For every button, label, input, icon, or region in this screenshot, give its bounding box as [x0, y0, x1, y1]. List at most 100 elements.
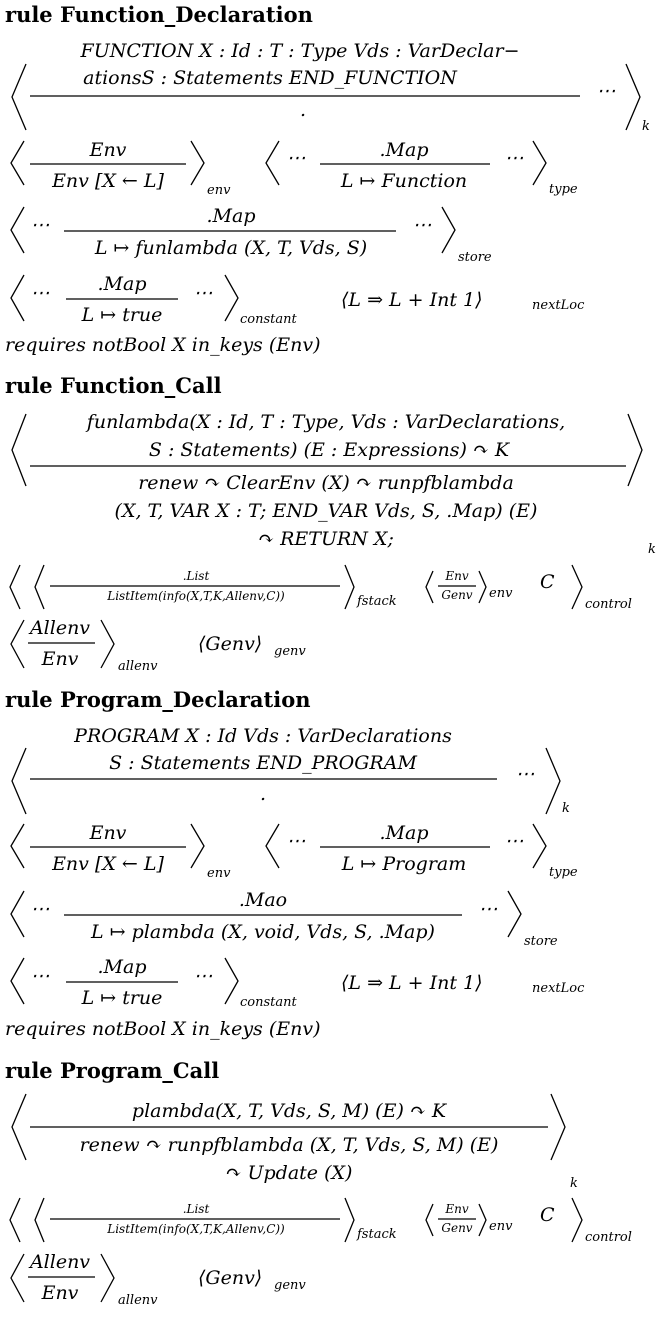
left-angle [10, 140, 25, 186]
env-cell-label: env [207, 866, 231, 881]
left-angle [10, 890, 25, 938]
env-bottom: Genv [441, 1221, 472, 1235]
ellipsis: ⋯ [505, 147, 524, 169]
type-top: .Map [380, 139, 429, 161]
store-bottom: L ↦ plambda (X, void, Vds, S, .Map) [90, 921, 435, 943]
env-top: Env [89, 822, 127, 844]
ellipsis: ⋯ [194, 965, 213, 987]
left-angle [10, 274, 25, 322]
left-angle [34, 564, 45, 610]
ellipsis: ⋯ [505, 830, 524, 852]
env-cell-label: env [207, 183, 231, 198]
left-angle [425, 1203, 434, 1237]
control-cell-label: control [585, 1230, 632, 1245]
fstack-cell-label: fstack [356, 594, 397, 609]
left-angle [34, 1197, 45, 1243]
env-top: Env [444, 1202, 468, 1216]
rule-title-function-call: rule Function_Call [5, 373, 222, 398]
k-bottom-line-1: renew ↷ runpfblambda (X, T, Vds, S, M) (… [80, 1134, 499, 1156]
fstack-bottom: ListItem(info(X,T,K,Allenv,C)) [106, 589, 285, 603]
left-angle [9, 564, 21, 610]
right-angle [507, 890, 522, 938]
right-angle [190, 823, 205, 869]
k-bottom-line-2: ↷ Update (X) [226, 1162, 353, 1184]
left-angle [10, 1253, 25, 1303]
left-angle [10, 206, 25, 254]
k-bottom-line-1: renew ↷ ClearEnv (X) ↷ runpfblambda [138, 472, 514, 494]
ellipsis: ⋯ [413, 214, 432, 236]
genv-cell-label: genv [274, 644, 306, 659]
allenv-top: Allenv [28, 617, 90, 639]
ellipsis: ⋯ [31, 898, 50, 920]
genv-cell-label: genv [274, 1278, 306, 1293]
left-angle [10, 823, 25, 869]
constant-cell-label: constant [240, 995, 297, 1010]
ellipsis: ⋯ [516, 763, 535, 785]
k-bottom: . [260, 783, 266, 805]
store-bottom: L ↦ funlambda (X, T, Vds, S) [94, 237, 367, 259]
rule-title-program-call: rule Program_Call [5, 1058, 219, 1083]
store-top: .Mao [239, 889, 287, 911]
right-angle [441, 206, 456, 254]
k-cell-label: k [570, 1176, 578, 1191]
right-angle [478, 1203, 487, 1237]
left-angle [10, 619, 25, 669]
ellipsis: ⋯ [31, 965, 50, 987]
env-top: Env [89, 139, 127, 161]
right-angle [550, 1093, 566, 1161]
k-top-line-2: S : Statements) (E : Expressions) ↷ K [149, 439, 511, 461]
k-bottom-line-2: (X, T, VAR X : T; END_VAR Vds, S, .Map) … [115, 500, 538, 522]
ellipsis: ⋯ [597, 80, 616, 102]
genv-cell: ⟨Genv⟩ [198, 1267, 262, 1289]
right-angle [190, 140, 205, 186]
ellipsis: ⋯ [31, 282, 50, 304]
left-angle [11, 63, 27, 131]
env-top: Env [444, 569, 468, 583]
type-bottom: L ↦ Program [341, 853, 467, 875]
next-loc-label: nextLoc [532, 981, 585, 996]
env-bottom: Env [X ← L] [51, 853, 164, 875]
right-angle [627, 413, 643, 487]
k-top-line-1: PROGRAM X : Id Vds : VarDeclarations [73, 725, 452, 747]
fstack-top: .List [183, 569, 210, 583]
allenv-cell-label: allenv [118, 659, 158, 674]
left-angle [9, 1197, 21, 1243]
left-angle [11, 413, 27, 487]
ellipsis: ⋯ [194, 282, 213, 304]
left-angle [11, 747, 27, 815]
store-cell-label: store [524, 934, 558, 949]
left-angle [11, 1093, 27, 1161]
right-angle [344, 1197, 355, 1243]
rule-title-program-declaration: rule Program_Declaration [5, 687, 310, 712]
fstack-cell-label: fstack [356, 1227, 397, 1242]
constant-bottom: L ↦ true [81, 304, 163, 326]
left-angle [10, 957, 25, 1005]
ellipsis: ⋯ [479, 898, 498, 920]
left-angle [425, 570, 434, 604]
right-angle [100, 619, 115, 669]
env-cell-label: env [489, 1219, 513, 1234]
right-angle [571, 1197, 583, 1243]
allenv-bottom: Env [41, 1282, 79, 1304]
left-angle [265, 140, 280, 186]
k-cell-label: k [648, 542, 656, 557]
constant-bottom: L ↦ true [81, 987, 163, 1009]
right-angle [100, 1253, 115, 1303]
requires-clause: requires notBool X in_keys (Env) [5, 1018, 321, 1040]
right-angle [532, 823, 547, 869]
k-cell-label: k [642, 119, 650, 134]
allenv-top: Allenv [28, 1251, 90, 1273]
k-top: plambda(X, T, Vds, S, M) (E) ↷ K [132, 1100, 448, 1122]
right-angle [571, 564, 583, 610]
env-bottom: Genv [441, 588, 472, 602]
next-loc-cell: ⟨L ⇒ L + Int 1⟩ [341, 972, 483, 994]
type-cell-label: type [549, 182, 578, 197]
right-angle [224, 957, 239, 1005]
genv-cell: ⟨Genv⟩ [198, 633, 262, 655]
right-angle [625, 63, 641, 131]
k-top-line-1: FUNCTION X : Id : T : Type Vds : VarDecl… [80, 40, 520, 62]
env-bottom: Env [X ← L] [51, 170, 164, 192]
allenv-cell-label: allenv [118, 1293, 158, 1308]
left-angle [265, 823, 280, 869]
